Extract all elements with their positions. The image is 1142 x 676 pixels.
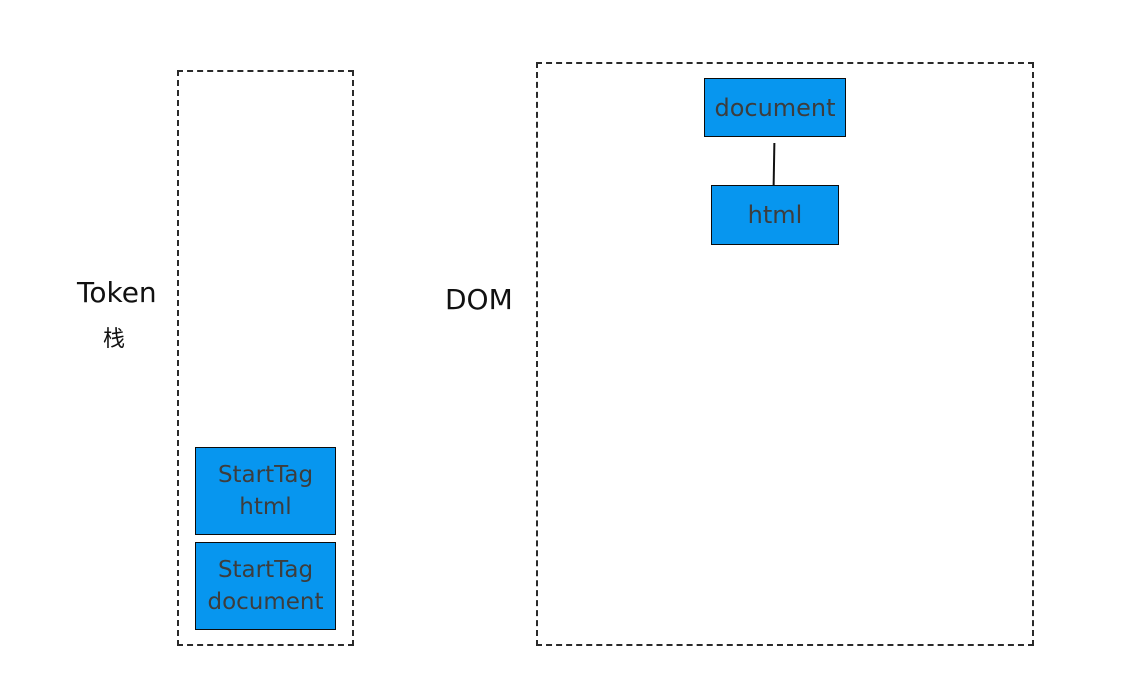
token-stack-label: Token — [77, 276, 157, 309]
stack-item-tag-name: html — [239, 494, 292, 520]
dom-node-html: html — [711, 185, 839, 245]
dom-node-label: html — [747, 201, 803, 229]
dom-node-label: document — [714, 93, 836, 122]
token-stack-label-suffix: 栈 — [103, 327, 126, 352]
dom-tree-frame — [536, 62, 1034, 646]
stack-item-tag-type: StartTag — [217, 461, 314, 488]
stack-item-starttag-html: StartTag html — [195, 447, 336, 535]
stack-item-tag-type: StartTag — [217, 556, 314, 583]
stack-item-starttag-document: StartTag document — [195, 542, 336, 630]
dom-label: DOM — [445, 283, 513, 316]
stack-item-tag-name: document — [207, 589, 324, 615]
dom-node-document: document — [704, 78, 846, 137]
